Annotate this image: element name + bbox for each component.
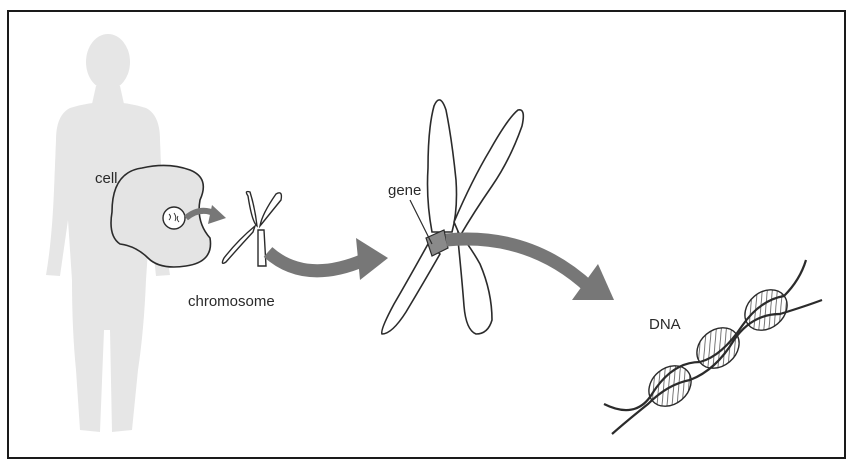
- cell-nucleus: [163, 207, 185, 229]
- dna-helix: [604, 260, 822, 434]
- chromosome-to-detail-arrow: [268, 238, 388, 280]
- large-chromosome: [382, 100, 524, 334]
- gene-label: gene: [388, 183, 421, 198]
- cell-label: cell: [95, 171, 118, 186]
- chromosome-label: chromosome: [188, 294, 275, 309]
- dna-label: DNA: [649, 317, 681, 332]
